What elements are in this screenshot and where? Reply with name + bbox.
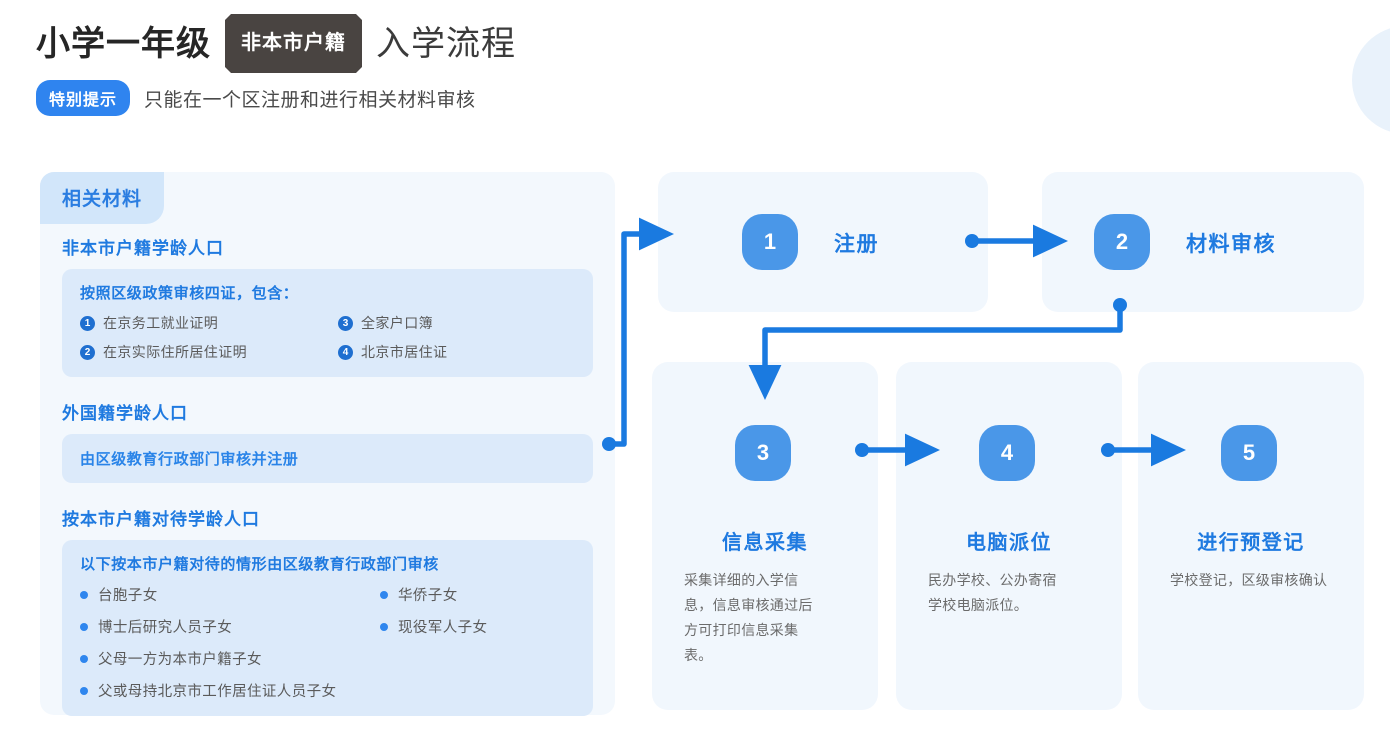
step-description: 学校登记，区级审核确认 [1170,572,1328,588]
list-item: 博士后研究人员子女 [80,616,380,637]
four-certificates-box: 按照区级政策审核四证，包含： 1 在京务工就业证明 3 全家户口簿 2 在京实际… [62,269,593,377]
step-number-badge: 2 [1094,214,1150,270]
bullet-dot-icon [80,654,88,663]
step-number-badge: 3 [735,425,791,481]
step-number-badge: 4 [979,425,1035,481]
bullet-dot-icon [80,622,88,631]
section-heading-non-local: 非本市户籍学龄人口 [62,239,224,258]
flow-card-step-2[interactable]: 2 材料审核 [1042,172,1364,312]
step-title: 注册 [834,233,879,256]
list-item-label: 华侨子女 [398,588,458,604]
list-item: 父母一方为本市户籍子女 [80,648,380,669]
list-item-label: 北京市居住证 [361,344,448,360]
step-number-badge: 1 [742,214,798,270]
page-title-strong: 小学一年级 [36,24,211,63]
notice-row: 特别提示 只能在一个区注册和进行相关材料审核 [36,80,476,116]
bullet-dot-icon [380,590,388,599]
number-badge: 2 [80,344,95,360]
section-heading-foreign: 外国籍学龄人口 [62,404,188,423]
treated-as-local-box: 以下按本市户籍对待的情形由区级教育行政部门审核 台胞子女 华侨子女 博士后研究人… [62,540,593,716]
step-description: 民办学校、公办寄宿学校电脑派位。 [928,572,1057,613]
notice-text: 只能在一个区注册和进行相关材料审核 [144,89,476,111]
list-item-label: 父母一方为本市户籍子女 [98,652,262,668]
list-item: 父或母持北京市工作居住证人员子女 [80,680,380,701]
number-badge: 4 [338,344,353,360]
foreign-review-box: 由区级教育行政部门审核并注册 [62,434,593,483]
household-type-tag: 非本市户籍 [225,14,362,73]
section-heading-treated-as-local: 按本市户籍对待学龄人口 [62,510,260,529]
list-item-spacer [380,648,575,669]
list-item-label: 全家户口簿 [361,315,433,331]
notice-badge: 特别提示 [36,80,131,116]
materials-panel-body: 非本市户籍学龄人口 按照区级政策审核四证，包含： 1 在京务工就业证明 3 全家… [62,234,593,716]
list-item-label: 博士后研究人员子女 [98,620,233,636]
list-item-label: 台胞子女 [98,588,158,604]
list-item: 4 北京市居住证 [338,342,575,362]
page-title-rest: 入学流程 [376,24,516,63]
four-certificates-title: 按照区级政策审核四证，包含： [80,285,299,302]
number-badge: 1 [80,315,95,331]
flow-card-step-1[interactable]: 1 注册 [658,172,988,312]
treated-as-local-title: 以下按本市户籍对待的情形由区级教育行政部门审核 [80,556,439,573]
number-badge: 3 [338,315,353,331]
bullet-dot-icon [380,622,388,631]
step-number-badge: 5 [1221,425,1277,481]
flow-card-step-4[interactable]: 4 电脑派位 民办学校、公办寄宿学校电脑派位。 [896,362,1122,710]
page-title: 小学一年级 非本市户籍 入学流程 [36,14,516,73]
materials-panel-tab: 相关材料 [40,172,165,224]
step-title: 电脑派位 [966,532,1052,554]
list-item-label: 在京实际住所居住证明 [103,344,247,360]
step-description: 采集详细的入学信息，信息审核通过后方可打印信息采集表。 [684,572,813,663]
materials-panel: 相关材料 非本市户籍学龄人口 按照区级政策审核四证，包含： 1 在京务工就业证明… [40,172,615,716]
bullet-dot-icon [80,686,88,695]
list-item: 2 在京实际住所居住证明 [80,342,338,362]
step-title: 进行预登记 [1197,532,1305,554]
step-title: 信息采集 [722,532,808,554]
bullet-dot-icon [80,590,88,599]
four-certificates-list: 1 在京务工就业证明 3 全家户口簿 2 在京实际住所居住证明 4 北京市居住证 [80,313,575,362]
list-item: 3 全家户口簿 [338,313,575,333]
list-item: 1 在京务工就业证明 [80,313,338,333]
list-item-label: 现役军人子女 [398,620,488,636]
list-item-spacer [380,680,575,701]
list-item: 台胞子女 [80,584,380,605]
flow-card-step-3[interactable]: 3 信息采集 采集详细的入学信息，信息审核通过后方可打印信息采集表。 [652,362,878,710]
step-title: 材料审核 [1186,233,1276,256]
list-item: 华侨子女 [380,584,575,605]
list-item-label: 在京务工就业证明 [103,315,219,331]
treated-as-local-list: 台胞子女 华侨子女 博士后研究人员子女 现役军人子女 [80,584,575,701]
list-item-label: 父或母持北京市工作居住证人员子女 [98,684,337,700]
list-item: 现役军人子女 [380,616,575,637]
decorative-circle [1352,26,1390,134]
flow-card-step-5[interactable]: 5 进行预登记 学校登记，区级审核确认 [1138,362,1364,710]
